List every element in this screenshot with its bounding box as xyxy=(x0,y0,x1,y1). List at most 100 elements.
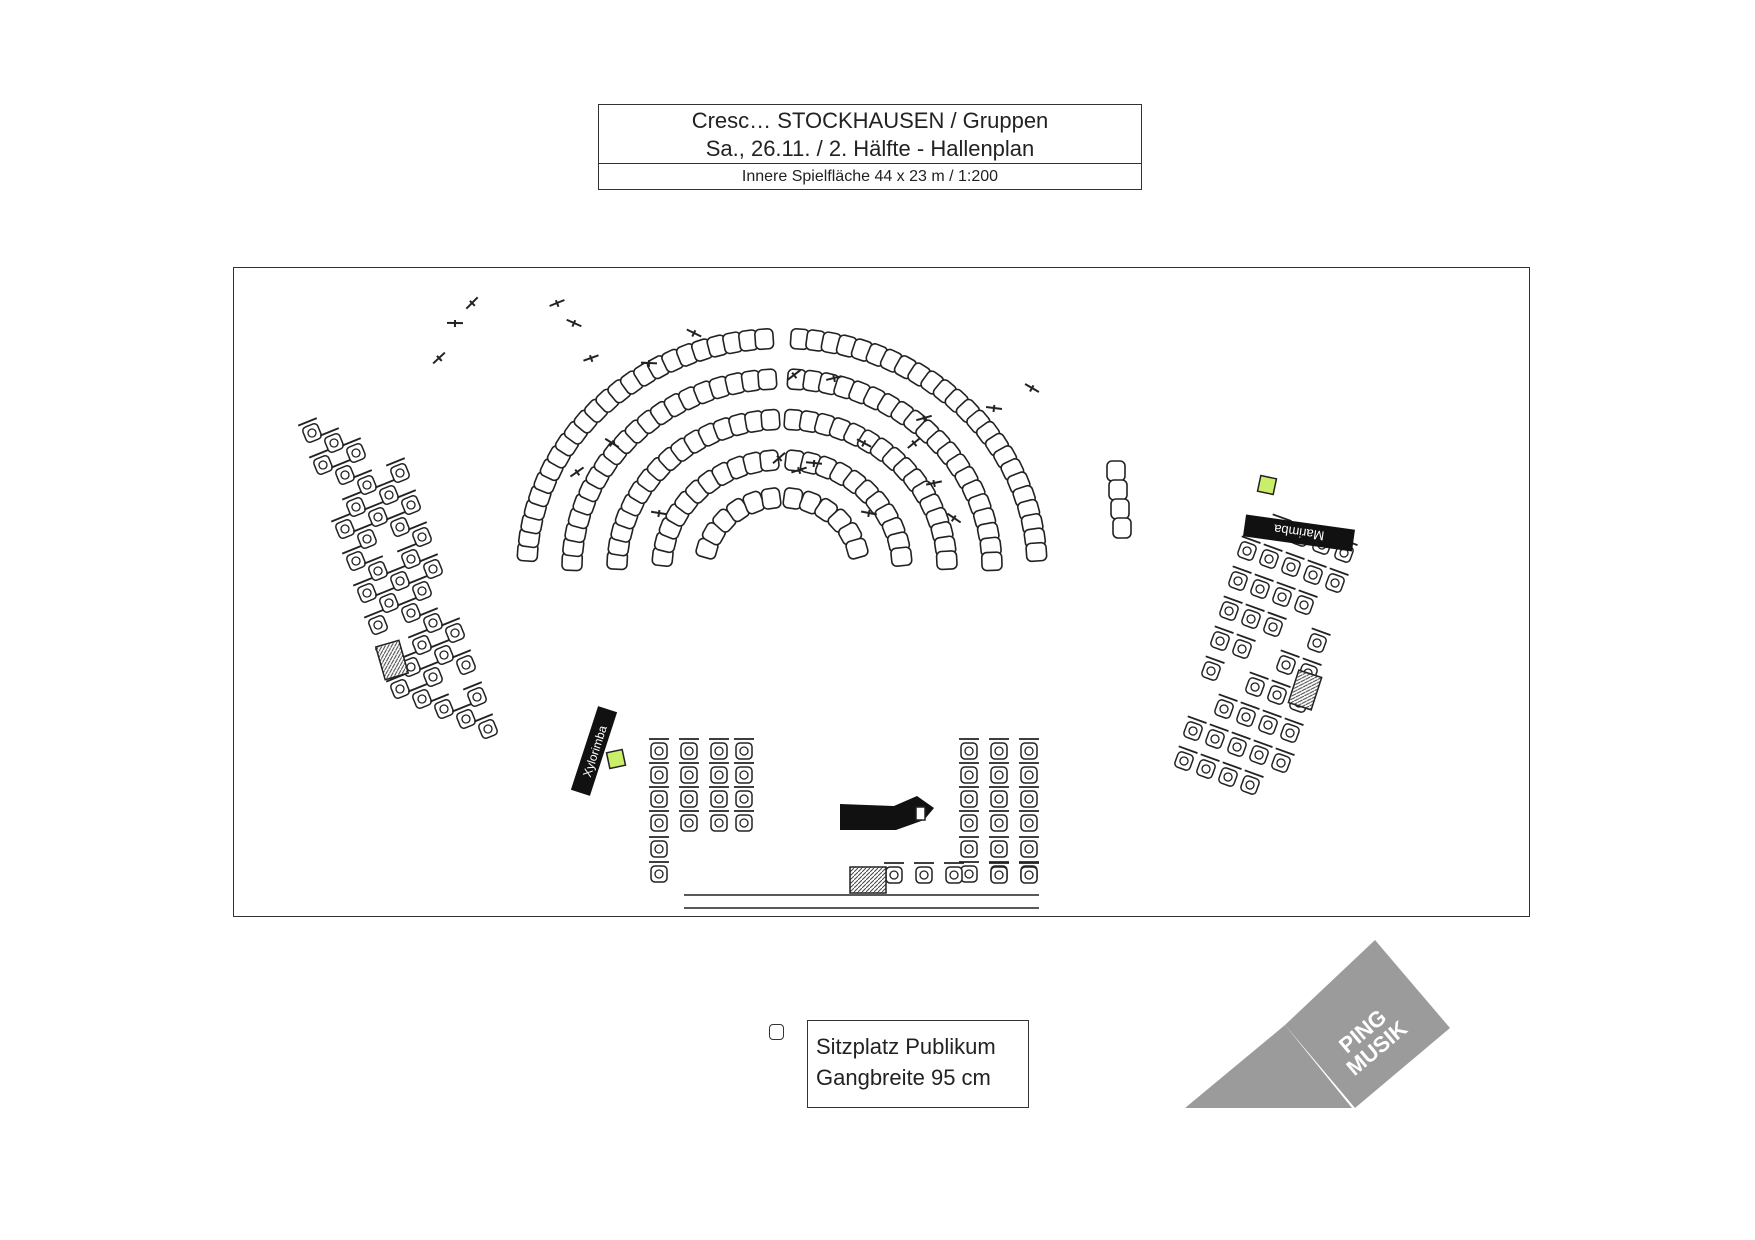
audience-seat xyxy=(1108,479,1128,501)
player-seat xyxy=(341,545,366,571)
music-stand xyxy=(925,479,943,488)
grand-piano xyxy=(840,796,934,830)
player-seat xyxy=(297,417,322,443)
player-seat xyxy=(649,836,669,858)
player-seat xyxy=(1325,567,1349,593)
music-stands xyxy=(432,296,1040,524)
music-stand xyxy=(650,509,668,518)
player-seat xyxy=(679,762,699,784)
player-seat xyxy=(1019,836,1039,858)
player-seat xyxy=(308,449,333,475)
player-seat xyxy=(649,861,669,883)
player-seat xyxy=(989,862,1009,884)
player-seat xyxy=(709,810,729,832)
music-stand xyxy=(856,438,872,448)
legend-box: Sitzplatz Publikum Gangbreite 95 cm xyxy=(807,1020,1029,1108)
player-seat xyxy=(1281,551,1305,577)
podium-center xyxy=(849,866,887,894)
player-seat xyxy=(959,762,979,784)
player-seat xyxy=(341,437,366,463)
player-seat xyxy=(352,469,377,495)
player-seat xyxy=(1236,701,1260,727)
player-seat xyxy=(989,762,1009,784)
hall-plan: Marimba Xylorimba xyxy=(233,267,1530,917)
legend-line-1: Sitzplatz Publikum xyxy=(816,1034,996,1059)
music-stand xyxy=(791,466,807,475)
player-seat xyxy=(385,457,410,483)
music-stand xyxy=(1024,383,1040,393)
player-seat xyxy=(1294,589,1318,615)
audience-seating xyxy=(516,327,1132,572)
audience-seat xyxy=(1110,498,1130,520)
marimba-block: Marimba xyxy=(1243,514,1355,552)
player-seat xyxy=(418,607,443,633)
player-seat xyxy=(959,836,979,858)
music-stand xyxy=(907,437,921,449)
player-seat xyxy=(418,661,443,687)
player-seat xyxy=(451,649,476,675)
player-seat xyxy=(1219,595,1243,621)
player-seat xyxy=(1218,761,1242,787)
player-seat xyxy=(407,683,432,709)
player-seat xyxy=(649,810,669,832)
music-stand xyxy=(985,404,1003,413)
audience-seat xyxy=(1112,517,1132,539)
music-stand xyxy=(566,318,582,328)
player-seat xyxy=(1303,559,1327,585)
player-seat xyxy=(989,738,1009,760)
logo-triangle xyxy=(1185,1025,1352,1108)
player-seat xyxy=(473,713,498,739)
title-subtitle: Innere Spielfläche 44 x 23 m / 1:200 xyxy=(741,168,999,185)
music-stand xyxy=(583,354,599,363)
player-seat xyxy=(679,786,699,808)
player-seat xyxy=(363,555,388,581)
player-seat xyxy=(1263,611,1287,637)
player-seat xyxy=(989,786,1009,808)
player-seat xyxy=(407,629,432,655)
player-seat xyxy=(462,681,487,707)
highlight-seat-left xyxy=(605,748,627,770)
player-seat xyxy=(679,738,699,760)
player-seat xyxy=(1227,731,1251,757)
audience-seat xyxy=(935,550,958,571)
orchestra-left xyxy=(297,417,498,739)
music-stand xyxy=(916,414,932,423)
logo-parallelogram xyxy=(1285,940,1450,1108)
player-seat xyxy=(1241,603,1265,629)
player-seat xyxy=(734,738,754,760)
title-line-1: Cresc… STOCKHAUSEN / Gruppen xyxy=(691,108,1049,133)
player-seat xyxy=(1210,625,1234,651)
player-seat xyxy=(1250,573,1274,599)
player-seat xyxy=(1214,693,1238,719)
player-seat xyxy=(1245,671,1269,697)
music-stand xyxy=(787,369,801,381)
xylorimba-block: Xylorimba xyxy=(570,706,618,796)
player-seat xyxy=(734,786,754,808)
player-seat xyxy=(1276,649,1300,675)
player-seat xyxy=(1258,709,1282,735)
player-seat xyxy=(1259,543,1283,569)
player-seat xyxy=(418,553,443,579)
podium-right xyxy=(1287,669,1323,711)
music-stand xyxy=(946,512,962,524)
audience-seat xyxy=(754,327,775,351)
title-line-2: Sa., 26.11. / 2. Hälfte - Hallenplan xyxy=(705,136,1035,161)
player-seat xyxy=(1019,810,1039,832)
highlight-seat-right xyxy=(1256,474,1278,496)
hall-plan-drawing: Marimba Xylorimba xyxy=(297,296,1358,909)
audience-seat xyxy=(980,551,1003,572)
title-main: Cresc… STOCKHAUSEN / Gruppen Sa., 26.11.… xyxy=(599,105,1141,164)
music-stand xyxy=(465,296,479,310)
audience-seat xyxy=(890,546,913,568)
player-seat xyxy=(363,609,388,635)
player-seat xyxy=(1307,627,1331,653)
player-seat xyxy=(341,491,366,517)
player-seat xyxy=(385,565,410,591)
player-seat xyxy=(1174,745,1198,771)
player-seat xyxy=(679,810,699,832)
player-seat xyxy=(440,617,465,643)
player-seat xyxy=(1019,762,1039,784)
audience-seat xyxy=(760,408,781,431)
music-stand xyxy=(604,437,620,449)
player-seat xyxy=(1019,786,1039,808)
